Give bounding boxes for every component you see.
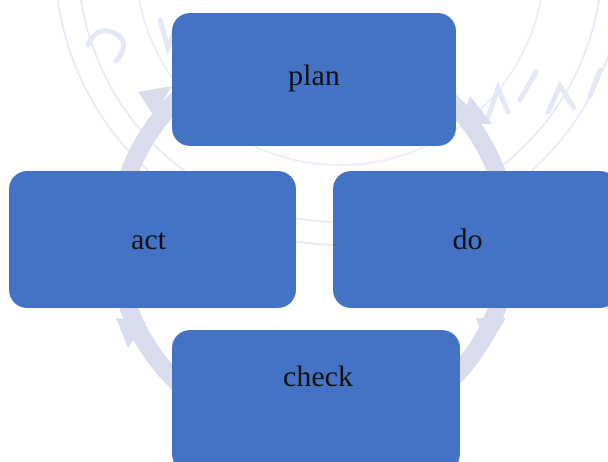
step-check-label: check (283, 360, 353, 393)
step-act-label: act (131, 222, 166, 256)
step-check-box: check (172, 330, 460, 462)
step-plan-box: plan (172, 13, 456, 146)
cycle-arrow-icon (460, 96, 492, 124)
cycle-arrow-icon (116, 318, 146, 348)
step-plan-label: plan (288, 58, 340, 92)
step-act-box: act (9, 171, 296, 308)
cycle-arrow-icon (476, 318, 506, 348)
step-do-box: do (333, 171, 608, 308)
step-do-label: do (452, 222, 483, 256)
cycle-arrow-icon (138, 86, 172, 116)
